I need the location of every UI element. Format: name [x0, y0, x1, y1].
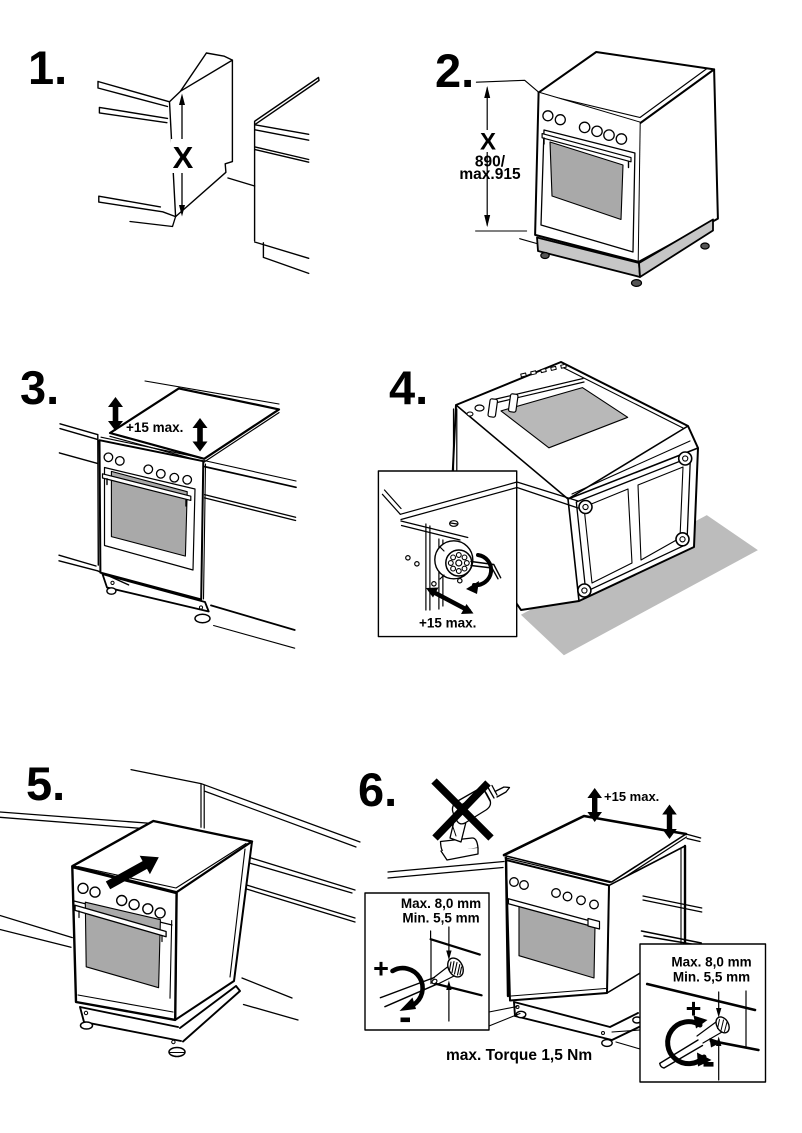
svg-text:max.915: max.915 [459, 166, 521, 183]
svg-text:3.: 3. [20, 361, 59, 414]
svg-text:Min. 5,5 mm: Min. 5,5 mm [673, 969, 750, 984]
svg-text:max. Torque 1,5 Nm: max. Torque 1,5 Nm [446, 1047, 592, 1064]
svg-text:Max. 8,0 mm: Max. 8,0 mm [401, 896, 481, 911]
svg-text:+15 max.: +15 max. [604, 789, 659, 804]
svg-text:+: + [373, 954, 389, 984]
svg-text:X: X [480, 129, 496, 156]
svg-text:890/: 890/ [475, 154, 506, 171]
svg-text:+15 max.: +15 max. [419, 616, 476, 631]
svg-text:5.: 5. [26, 757, 65, 810]
svg-text:Min. 5,5 mm: Min. 5,5 mm [402, 911, 479, 926]
svg-text:1.: 1. [28, 41, 67, 94]
svg-text:6.: 6. [358, 763, 397, 816]
svg-text:Max. 8,0 mm: Max. 8,0 mm [671, 955, 751, 970]
svg-text:X: X [173, 140, 194, 175]
svg-text:4.: 4. [389, 361, 428, 414]
svg-text:+15 max.: +15 max. [126, 420, 183, 435]
svg-text:+: + [686, 994, 702, 1024]
svg-text:2.: 2. [435, 44, 474, 97]
